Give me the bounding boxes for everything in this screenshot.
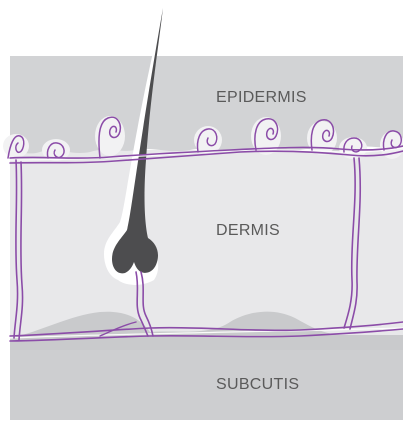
dermis-label: DERMIS: [216, 222, 280, 240]
subcutis-label: SUBCUTIS: [216, 376, 299, 394]
epidermis-label: EPIDERMIS: [216, 89, 307, 107]
dermis-layer: [10, 150, 403, 345]
